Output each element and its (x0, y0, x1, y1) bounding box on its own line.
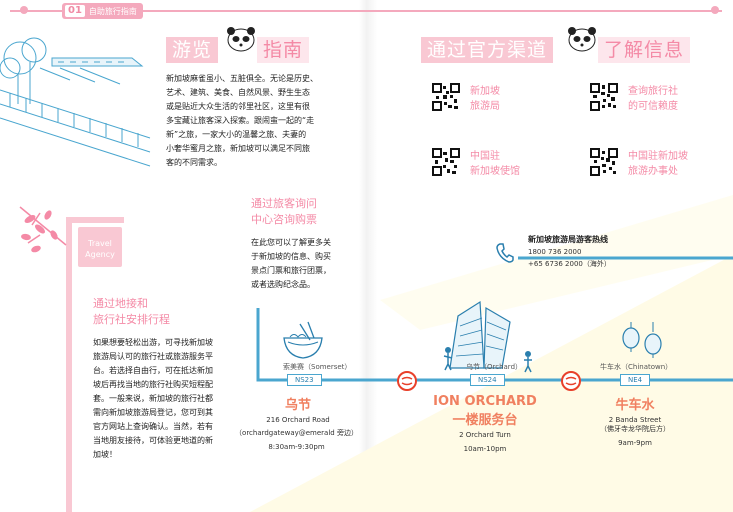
guide-body: 新加坡麻雀虽小、五脏俱全。无论是历史、 艺术、建筑、美食、自然风景、野生生态 或… (166, 74, 318, 167)
mrt-logo-icon (397, 371, 417, 391)
lantern-icon (622, 322, 662, 358)
guide-title-a: 游览 (166, 37, 219, 63)
header-tag-text: 自助旅行指南 (88, 6, 137, 16)
panda-icon (227, 27, 255, 52)
hotline-number-overseas: +65 6736 2000（海外） (528, 260, 611, 268)
station-note-somerset: （orchardgateway@emerald 旁边） 8:30am-9:30p… (235, 429, 358, 451)
station-name: 索美赛（Somerset） (283, 363, 352, 371)
header-dot-left (20, 6, 28, 14)
qr-label-tourism-office: 中国驻新加坡 旅游办事处 (628, 151, 688, 177)
page-number: 01 (65, 5, 85, 17)
station-code: NS24 (470, 374, 505, 386)
city-illustration (0, 37, 151, 167)
qr-code-icon (432, 148, 460, 176)
official-title-b: 了解信息 (598, 37, 691, 63)
qr-code-icon (590, 148, 618, 176)
qr-code-icon (590, 83, 618, 111)
official-title-a: 通过官方渠道 (421, 37, 554, 63)
hotline-title: 新加坡旅游局游客热线 (528, 235, 608, 244)
station-code: NS23 (287, 374, 322, 386)
ion-orchard-building-icon (443, 300, 532, 373)
station-detail-orchard: ION ORCHARD 一楼服务台 2 Orchard Turn 10am-10… (433, 394, 537, 453)
station-detail-chinatown: 牛车水 2 Banda Street （佛牙寺龙华院后方） 9am-9pm (600, 398, 670, 447)
mrt-logo-icon (561, 371, 581, 391)
travel-agency-signpost (19, 206, 124, 512)
qr-label-embassy: 中国驻 新加坡使馆 (470, 151, 520, 177)
hotline-block: 新加坡旅游局游客热线 1800 736 2000 +65 6736 2000（海… (528, 233, 611, 270)
header-rule (10, 10, 722, 12)
qr-label-stb: 新加坡 旅游局 (470, 86, 500, 112)
station-name: 牛车水（Chinatown） (600, 363, 673, 371)
phone-icon (496, 243, 514, 263)
agency-heading: 通过地接和 旅行社安排行程 (93, 297, 170, 326)
center-heading: 通过旅客询问 中心咨询购票 (251, 197, 317, 226)
travel-agency-sign: Travel Agency (85, 239, 115, 259)
station-name: 乌节（Orchard） (466, 363, 523, 371)
noodle-bowl-icon (283, 321, 323, 359)
panda-icon (568, 27, 596, 52)
header-tag: 01 自助旅行指南 (62, 3, 143, 19)
center-body: 在此您可以了解更多关 于新加坡的信息、购买 景点门票和旅行团票， 或者选购纪念品… (251, 238, 331, 289)
qr-code-icon (432, 83, 460, 111)
agency-body: 如果想要轻松出游，可寻找新加坡 旅游局认可的旅行社或旅游服务平 台。若选择自由行… (93, 338, 213, 459)
hotline-number: 1800 736 2000 (528, 248, 582, 256)
qr-label-agency-check: 查询旅行社 的可信赖度 (628, 86, 678, 112)
guide-title-b: 指南 (257, 37, 310, 63)
station-detail-somerset: 乌节 216 Orchard Road (266, 398, 330, 424)
header-dot-right (711, 6, 719, 14)
station-code: NE4 (620, 374, 651, 386)
